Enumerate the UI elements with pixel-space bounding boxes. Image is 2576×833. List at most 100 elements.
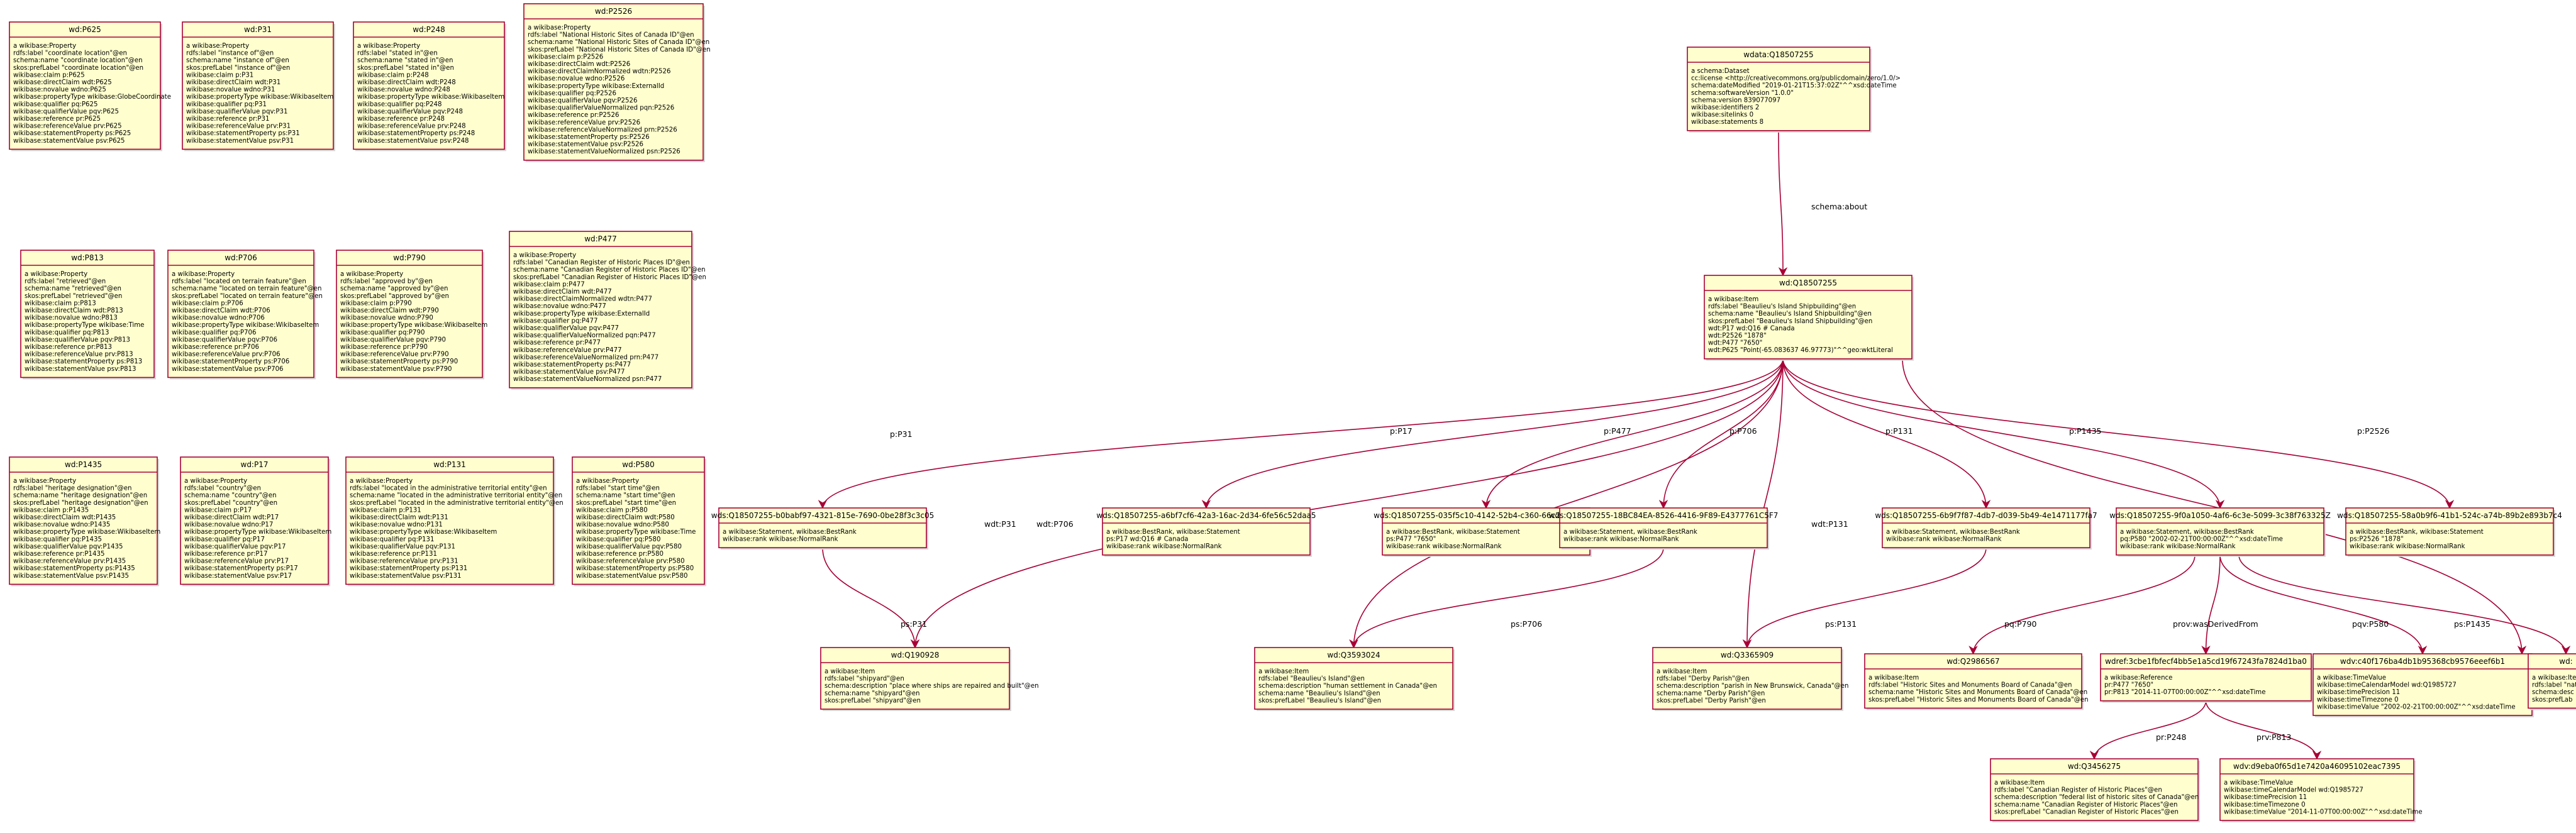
node-property-line: wikibase:novalue wdno:P248 xyxy=(357,87,450,94)
node-property-line: wikibase:reference pr:P580 xyxy=(576,551,663,558)
node-property-line: wikibase:statementProperty ps:P2526 xyxy=(528,134,650,141)
node-property-line: wdt:P625 "Point(-65.083637 46.97773)"^^g… xyxy=(1708,347,1893,354)
node-property-line: schema:desc xyxy=(2532,689,2574,696)
node-property-line: wikibase:novalue wdno:P17 xyxy=(184,522,273,529)
node-property-line: wikibase:statementValueNormalized psn:P4… xyxy=(513,376,662,383)
node-property-line: rdfs:label "Historic Sites and Monuments… xyxy=(1868,682,2072,689)
node-title: wdref:3cbe1fbfecf4bb5e1a5cd19f67243fa782… xyxy=(2105,657,2307,666)
node-property-line: wikibase:reference pr:P17 xyxy=(184,551,268,558)
edges-layer xyxy=(818,130,2571,760)
node-property-line: wikibase:propertyType wikibase:ExternalI… xyxy=(528,83,664,90)
edge-label: ps:P1435 xyxy=(2454,619,2490,629)
node-box xyxy=(509,231,692,389)
node-property-line: wikibase:referenceValueNormalized prn:P2… xyxy=(528,126,677,133)
node-property-line: wikibase:referenceValue prv:P17 xyxy=(184,558,289,565)
node-property-line: wikibase:referenceValue prv:P477 xyxy=(513,347,622,354)
node-title: wd:P2526 xyxy=(595,7,632,16)
node-property-line: rdfs:label "retrieved"@en xyxy=(25,279,106,285)
node-property-line: rdfs:label "National Historic Sites of C… xyxy=(528,32,694,39)
node-property-line: wikibase:statementProperty ps:P790 xyxy=(340,358,458,365)
node-property-line: schema:name "Canadian Register of Histor… xyxy=(1994,802,2177,808)
node-property-line: wikibase:reference pr:P813 xyxy=(25,344,112,351)
node-property-line: a wikibase:Property xyxy=(576,478,639,485)
node-property-line: wikibase:reference pr:P248 xyxy=(357,116,445,123)
node-property-line: wikibase:referenceValue prv:P131 xyxy=(350,558,458,565)
node-property-line: wikibase:referenceValueNormalized prn:P4… xyxy=(513,354,658,361)
node-property-line: a wikibase:Item xyxy=(1657,668,1707,675)
edge-label: p:P17 xyxy=(1390,426,1413,436)
node-box xyxy=(1102,507,1311,556)
node-title: wd:P1435 xyxy=(65,460,102,469)
node-title: wd:Q3365909 xyxy=(1721,651,1774,659)
edge-s-p31-to-q190928 xyxy=(822,548,920,649)
node-s-p31: wds:Q18507255-b0babf97-4321-815e-7690-0b… xyxy=(711,507,934,550)
edge-s-p1435-to-ref xyxy=(2201,554,2221,655)
node-box xyxy=(1254,647,1453,710)
node-property-line: a wikibase:Item xyxy=(1868,675,1919,681)
node-property-line: wikibase:reference pr:P131 xyxy=(350,551,437,558)
node-property-line: wikibase:statementProperty ps:P131 xyxy=(350,565,467,572)
node-property-line: wikibase:statementValue psv:P31 xyxy=(186,138,294,145)
edge-q18507255-to-partial xyxy=(1902,358,2527,655)
node-property-line: pr:P813 "2014-11-07T00:00:00Z"^^xsd:date… xyxy=(2104,689,2265,696)
node-box xyxy=(180,456,329,585)
edge-label: p:P131 xyxy=(1885,426,1913,436)
node-property-line: wikibase:statementProperty ps:P31 xyxy=(186,130,300,137)
node-property-line: wikibase:statementValue psv:P1435 xyxy=(13,573,129,580)
edge-q18507255-to-s-p1435 xyxy=(1782,358,2225,509)
node-s-p2526: wds:Q18507255-58a0b9f6-41b1-524c-a74b-89… xyxy=(2337,507,2562,557)
node-box xyxy=(1652,647,1842,710)
node-property-line: a wikibase:Property xyxy=(13,478,76,485)
node-property-line: wikibase:propertyType wikibase:Time xyxy=(576,529,696,536)
node-property-line: schema:name "approved by"@en xyxy=(340,285,448,292)
node-property-line: a wikibase:Statement, wikibase:BestRank xyxy=(1886,529,2020,536)
node-property-line: wikibase:statementValue psv:P131 xyxy=(350,573,462,580)
edge-q18507255-to-q190928 xyxy=(910,358,1784,649)
node-property-line: wikibase:qualifier pq:P248 xyxy=(357,101,442,108)
node-property-line: wdt:P477 "7650" xyxy=(1708,340,1762,347)
node-property-line: a wikibase:Statement, wikibase:BestRank xyxy=(723,529,857,536)
node-property-line: wikibase:statementValue psv:P248 xyxy=(357,138,469,145)
node-property-line: wikibase:qualifier pq:P477 xyxy=(513,317,598,324)
node-property-line: wikibase:statements 8 xyxy=(1691,119,1763,126)
node-property-line: wikibase:referenceValue prv:P1435 xyxy=(13,558,126,565)
node-property-line: wikibase:propertyType wikibase:GlobeCoor… xyxy=(13,94,171,101)
node-box xyxy=(167,250,314,378)
node-property-line: wikibase:qualifierValue pqv:P813 xyxy=(25,336,130,343)
node-property-line: skos:prefLabel "coordinate location"@en xyxy=(13,65,143,72)
edge-q18507255-to-s-p17 xyxy=(1201,358,1784,509)
node-property-line: wikibase:propertyType wikibase:Time xyxy=(25,322,144,329)
node-property-line: wikibase:statementValue psv:P477 xyxy=(513,369,625,376)
node-property-line: rdfs:label "Beaulieu's Island"@en xyxy=(1258,676,1365,683)
node-property-line: wikibase:rank wikibase:NormalRank xyxy=(1886,536,2002,543)
node-property-line: rdfs:label "start time"@en xyxy=(576,485,660,492)
node-property-line: schema:name "located in the administrati… xyxy=(350,492,562,499)
node-box xyxy=(2116,507,2324,556)
node-title: wd:P31 xyxy=(244,25,272,34)
node-box xyxy=(1990,758,2199,821)
node-property-line: wikibase:referenceValue prv:P248 xyxy=(357,123,466,130)
node-property-line: a wikibase:Property xyxy=(13,43,76,50)
node-property-line: wikibase:directClaimNormalized wdtn:P477 xyxy=(513,296,652,303)
node-title: wds:Q18507255-035f5c10-4142-52b4-c360-66… xyxy=(1374,511,1599,520)
edge-label: prv:P813 xyxy=(2257,732,2291,742)
node-title: wd:P580 xyxy=(622,460,655,469)
node-property-line: a wikibase:Statement, wikibase:BestRank xyxy=(2120,529,2254,536)
node-property-line: wikibase:qualifierValue pqv:P706 xyxy=(172,336,277,343)
edge-ref-to-q3456275 xyxy=(2089,700,2207,760)
node-property-line: wikibase:propertyType wikibase:WikibaseI… xyxy=(350,529,497,536)
node-property-line: wikibase:qualifierValue pqv:P17 xyxy=(184,543,286,550)
node-title: wdv:c40f176ba4db1b95368cb9576eeef6b1 xyxy=(2340,657,2505,666)
edge-q18507255-to-s-p477 xyxy=(1481,358,1784,509)
node-property-line: wikibase:propertyType wikibase:WikibaseI… xyxy=(184,529,331,536)
node-box xyxy=(9,456,158,585)
node-property-line: wikibase:novalue wdno:P31 xyxy=(186,87,275,94)
node-property-line: wikibase:qualifierValue pqv:P477 xyxy=(513,325,619,332)
node-property-line: wikibase:claim p:P131 xyxy=(350,507,421,514)
node-property-line: skos:prefLabel "located on terrain featu… xyxy=(172,293,323,300)
